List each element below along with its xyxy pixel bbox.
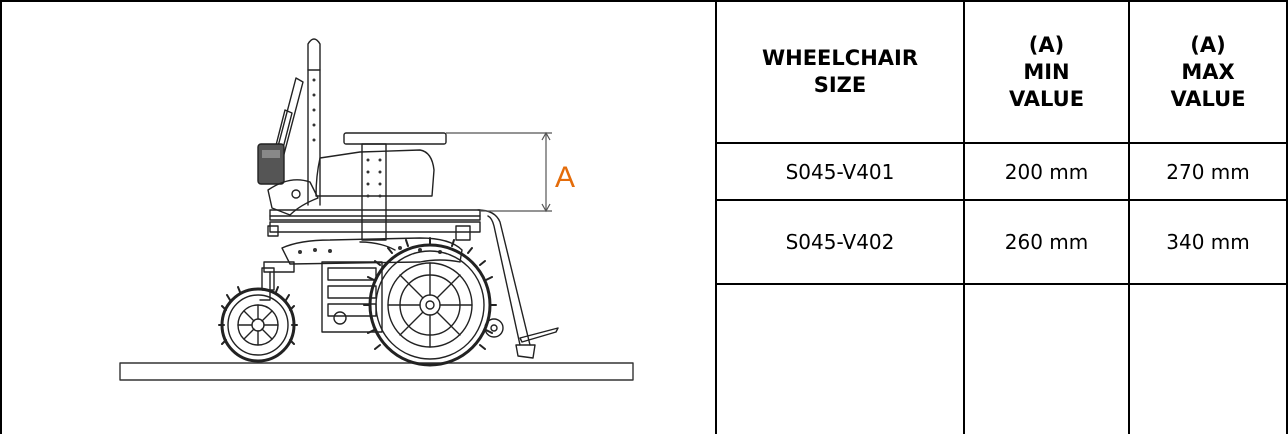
header-min-value: (A) MIN VALUE [1008,32,1085,111]
divider-row-3 [715,283,1288,285]
cell-max: 270 mm [1166,159,1250,184]
divider-col-1 [963,0,965,434]
cell-size: S045-V402 [785,230,895,254]
seat-rail [269,209,481,221]
cell-max: 340 mm [1166,230,1250,254]
border-right [1286,0,1288,434]
drive-wheel [363,237,497,367]
chassis [281,237,463,265]
cell-size [717,285,963,434]
caster-wheel [218,286,298,363]
seat-top-plate [343,132,447,145]
divider-row-2 [715,199,1288,201]
dimension-label: A [555,161,575,194]
divider-col-2 [1128,0,1130,434]
wheelchair-diagram: A [119,38,634,381]
dimension-a [446,131,552,213]
cell-min: 200 mm [1004,159,1089,184]
cell-max [1130,285,1286,434]
leg-tube [477,209,531,346]
floor-plate [119,362,634,381]
seat-body [315,149,435,197]
header-max-value: (A) MAX VALUE [1170,32,1246,111]
cell-min: 260 mm [1004,230,1089,254]
cell-min [965,285,1128,434]
header-wheelchair-size: WHEELCHAIR SIZE [761,46,919,97]
backrest-pole [307,38,321,206]
divider-image-table [715,0,717,434]
border-left [0,0,2,434]
divider-row-1 [715,142,1288,144]
cell-size: S045-V401 [785,159,895,184]
battery-box [321,261,383,333]
border-top [0,0,1288,2]
